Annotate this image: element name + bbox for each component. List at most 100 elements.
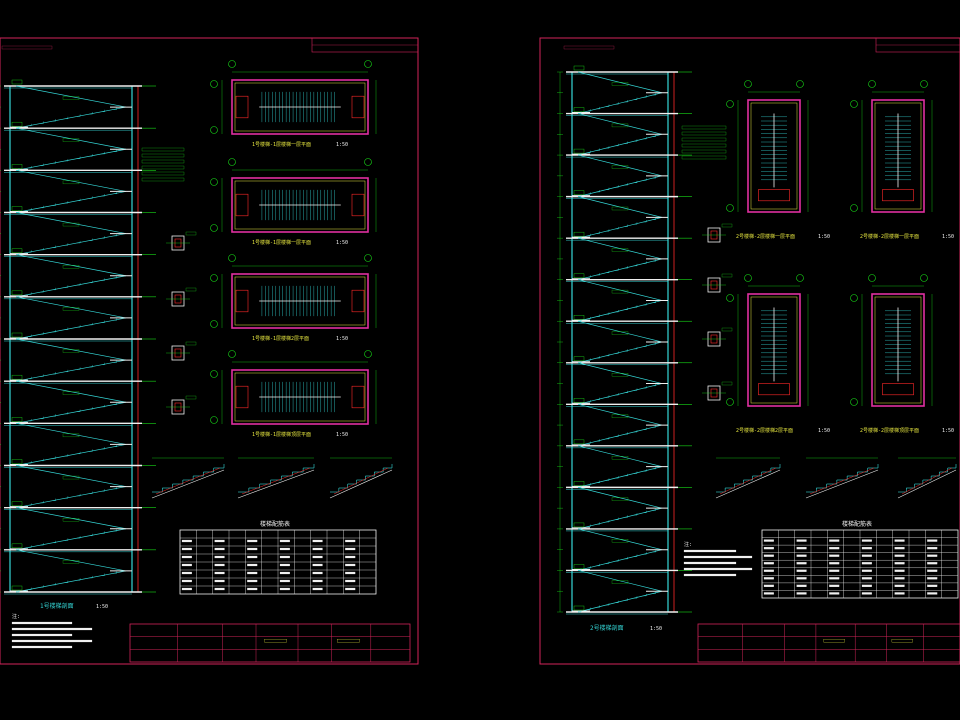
plan-wall <box>231 79 369 135</box>
axis-bubble <box>210 224 218 232</box>
level-tag <box>573 231 585 237</box>
table-cell-text <box>829 554 840 557</box>
rebar-tag <box>62 180 80 185</box>
level-tag <box>573 481 585 486</box>
rebar-tag <box>611 331 629 335</box>
beam-section-detail <box>166 231 197 251</box>
stair-flight <box>577 217 663 239</box>
rebar-tag <box>611 497 629 501</box>
step-rebar <box>901 467 953 495</box>
table-cell-text <box>763 577 774 580</box>
stair-flight <box>577 383 663 405</box>
table-cell-text <box>796 584 807 587</box>
stair-flight <box>15 528 127 551</box>
table-cell-text <box>247 571 258 575</box>
stair-flight <box>15 444 127 466</box>
axis-bubble <box>364 350 372 358</box>
stair-flight <box>15 401 127 424</box>
title-block-border <box>697 623 960 663</box>
table-cell-text <box>927 592 938 595</box>
rebar-tag <box>611 456 629 460</box>
axis-bubble <box>744 80 752 88</box>
level-tag <box>573 398 585 403</box>
stair-plan <box>210 254 377 329</box>
table-cell-text <box>247 587 258 591</box>
table-cell-text <box>796 562 807 565</box>
rebar-schedule-table: 楼梯配筋表 <box>761 520 959 599</box>
sheet-header-stamp <box>1 45 53 50</box>
step-soffit <box>151 469 225 499</box>
step-rebar <box>809 467 875 495</box>
stair-flight <box>15 486 127 509</box>
plan-wall <box>231 273 369 329</box>
rebar-legend <box>681 149 727 154</box>
rebar-tag <box>611 248 629 252</box>
step-profile-detail <box>805 457 879 499</box>
table-cell-text <box>927 554 938 557</box>
table-cell-text <box>247 547 258 551</box>
section-title: 2号楼梯剖面 <box>590 624 624 632</box>
rebar-tag <box>62 307 80 311</box>
rebar-tag <box>62 391 80 395</box>
table-cell-text <box>247 555 258 559</box>
plan-inner-wall <box>234 276 366 326</box>
axis-bubble <box>210 274 218 282</box>
plan-scale: 1:50 <box>818 234 830 240</box>
stair-flight <box>577 341 663 364</box>
axis-bubble <box>210 126 218 134</box>
rebar-tag <box>611 580 629 584</box>
note-line <box>11 627 93 631</box>
table-cell-text <box>181 587 192 591</box>
beam-section-detail <box>702 273 733 293</box>
table-cell-text <box>279 547 290 551</box>
table-cell-text <box>927 547 938 550</box>
note-line <box>683 561 737 565</box>
stair-plan <box>726 274 809 407</box>
level-tag <box>573 564 585 569</box>
level-tag <box>573 190 585 195</box>
rebar-tag <box>611 165 629 169</box>
stair-flight <box>577 133 663 156</box>
plan-inner-wall <box>750 296 798 404</box>
level-tag <box>573 273 585 278</box>
table-cell-text <box>796 554 807 557</box>
drawing-title-block <box>697 623 960 663</box>
plan-scale: 1:50 <box>336 432 348 438</box>
stair-flight <box>15 106 127 129</box>
table-cell-text <box>894 547 905 550</box>
rebar-legend <box>681 137 727 142</box>
level-tag <box>11 206 23 211</box>
plan-inner-wall <box>234 82 366 132</box>
table-cell-text <box>247 563 258 567</box>
rebar-tag <box>62 138 80 142</box>
rebar-tag <box>62 265 80 269</box>
notes-title: 注: <box>684 541 692 548</box>
table-cell-text <box>829 539 840 542</box>
section-scale: 1:50 <box>96 604 108 610</box>
axis-bubble <box>726 398 734 406</box>
table-cell-text <box>181 579 192 583</box>
plan-landing-beam <box>351 193 365 217</box>
level-tag <box>11 332 23 338</box>
stair-flight <box>15 233 127 256</box>
plan-wall <box>871 99 925 213</box>
table-cell-text <box>312 539 323 543</box>
beam-label-box <box>721 223 733 228</box>
table-cell-text <box>861 547 872 550</box>
plan-landing-beam <box>351 385 365 409</box>
step-profile-detail <box>715 457 781 499</box>
step-soffit <box>237 469 315 499</box>
stair-flight <box>15 317 127 340</box>
rebar-schedule-table: 楼梯配筋表 <box>179 520 377 595</box>
table-cell-text <box>279 587 290 591</box>
axis-bubble <box>210 320 218 328</box>
note-line <box>683 573 737 577</box>
table-cell-text <box>796 547 807 550</box>
plan-title: 1号楼梯-1层楼梯一层平面 <box>252 141 311 148</box>
axis-bubble <box>364 158 372 166</box>
rebar-tag <box>62 433 80 438</box>
